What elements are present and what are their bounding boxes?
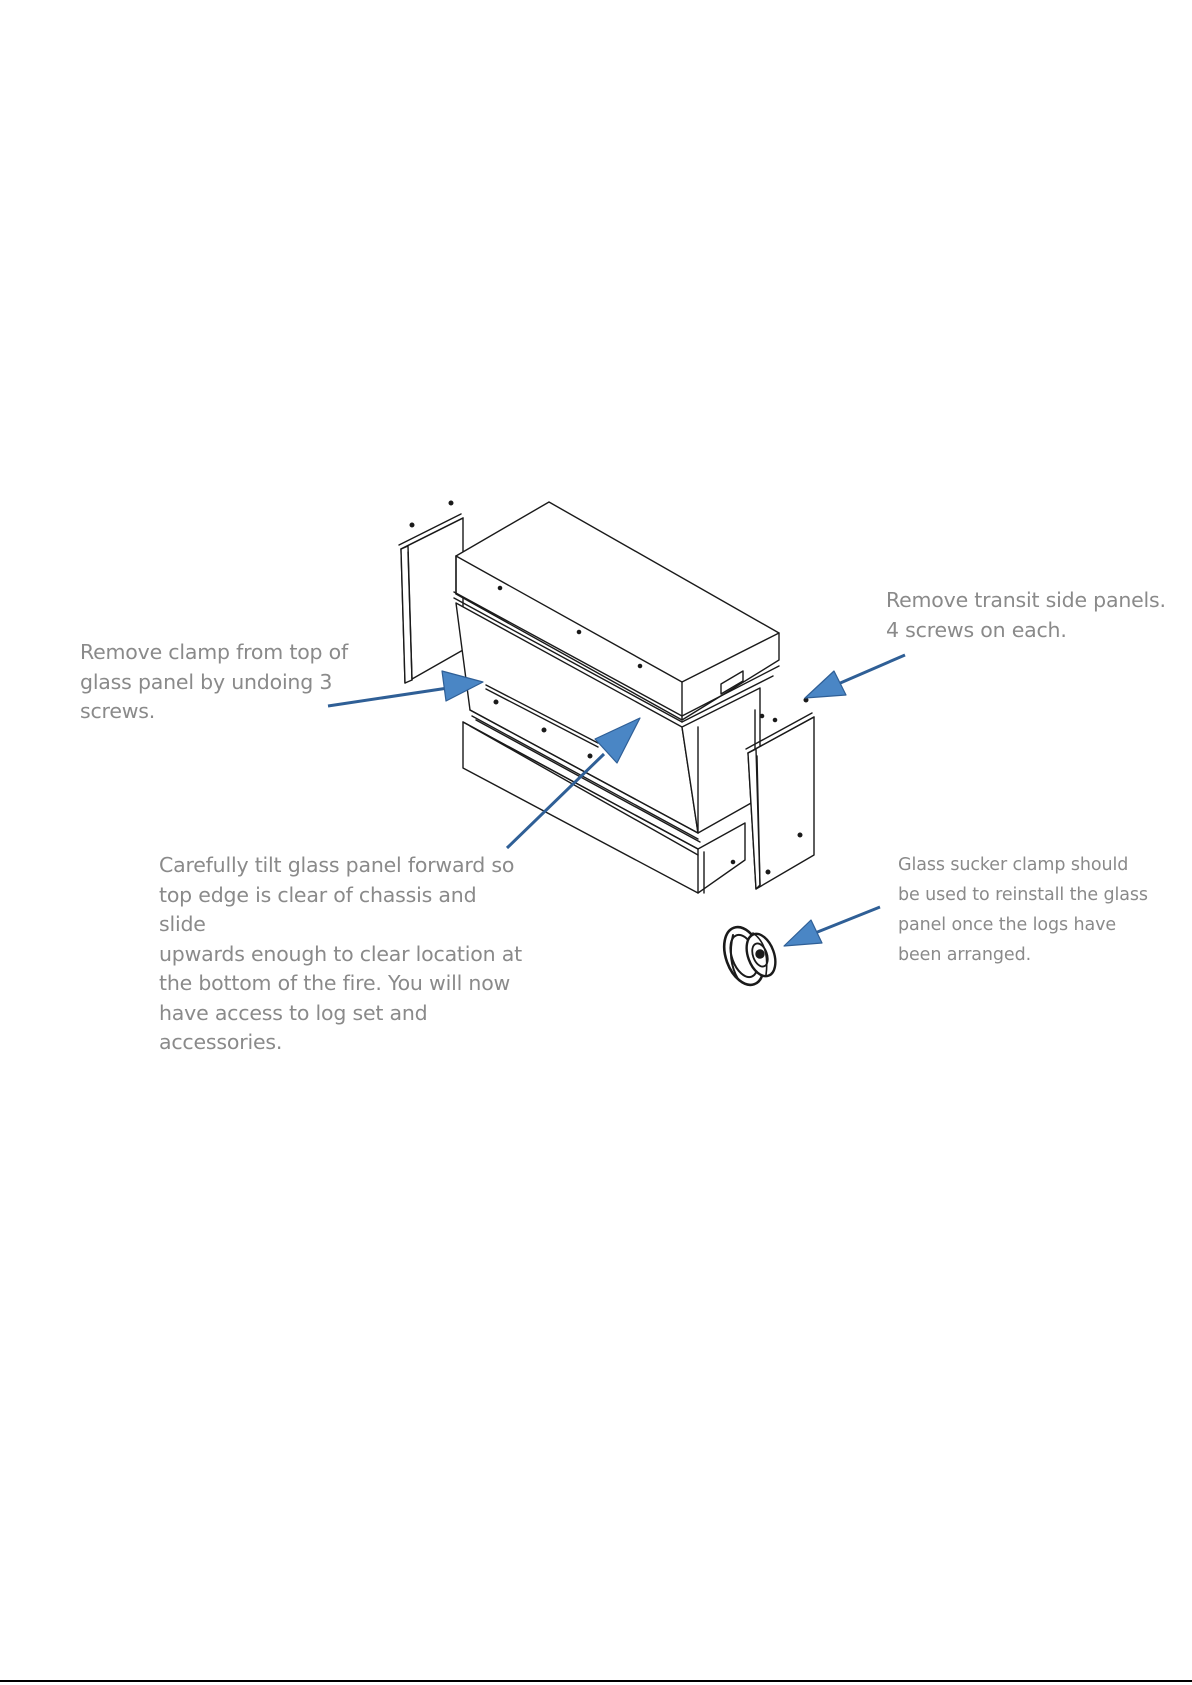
glass-panel <box>455 602 701 843</box>
arrow-to-clamp-icon <box>327 670 484 708</box>
clamp-removal-note: Remove clamp from top of glass panel by … <box>80 640 349 723</box>
right-end <box>681 687 765 834</box>
top-housing <box>453 501 780 723</box>
bottom-base <box>462 721 746 894</box>
side-panel-removal-note: Remove transit side panels. 4 screws on … <box>886 588 1166 642</box>
glass-tilt-note: Carefully tilt glass panel forward so to… <box>159 853 522 1054</box>
arrow-to-side-panel-icon <box>804 653 906 699</box>
arrow-to-glass-icon <box>505 717 641 850</box>
sucker-clamp-note: Glass sucker clamp should be used to rei… <box>898 855 1148 965</box>
glass-sucker-clamp-icon <box>722 925 777 987</box>
right-side-panel <box>745 697 815 890</box>
page-bottom-rule <box>0 1680 1192 1682</box>
arrow-to-sucker-icon <box>783 905 881 947</box>
